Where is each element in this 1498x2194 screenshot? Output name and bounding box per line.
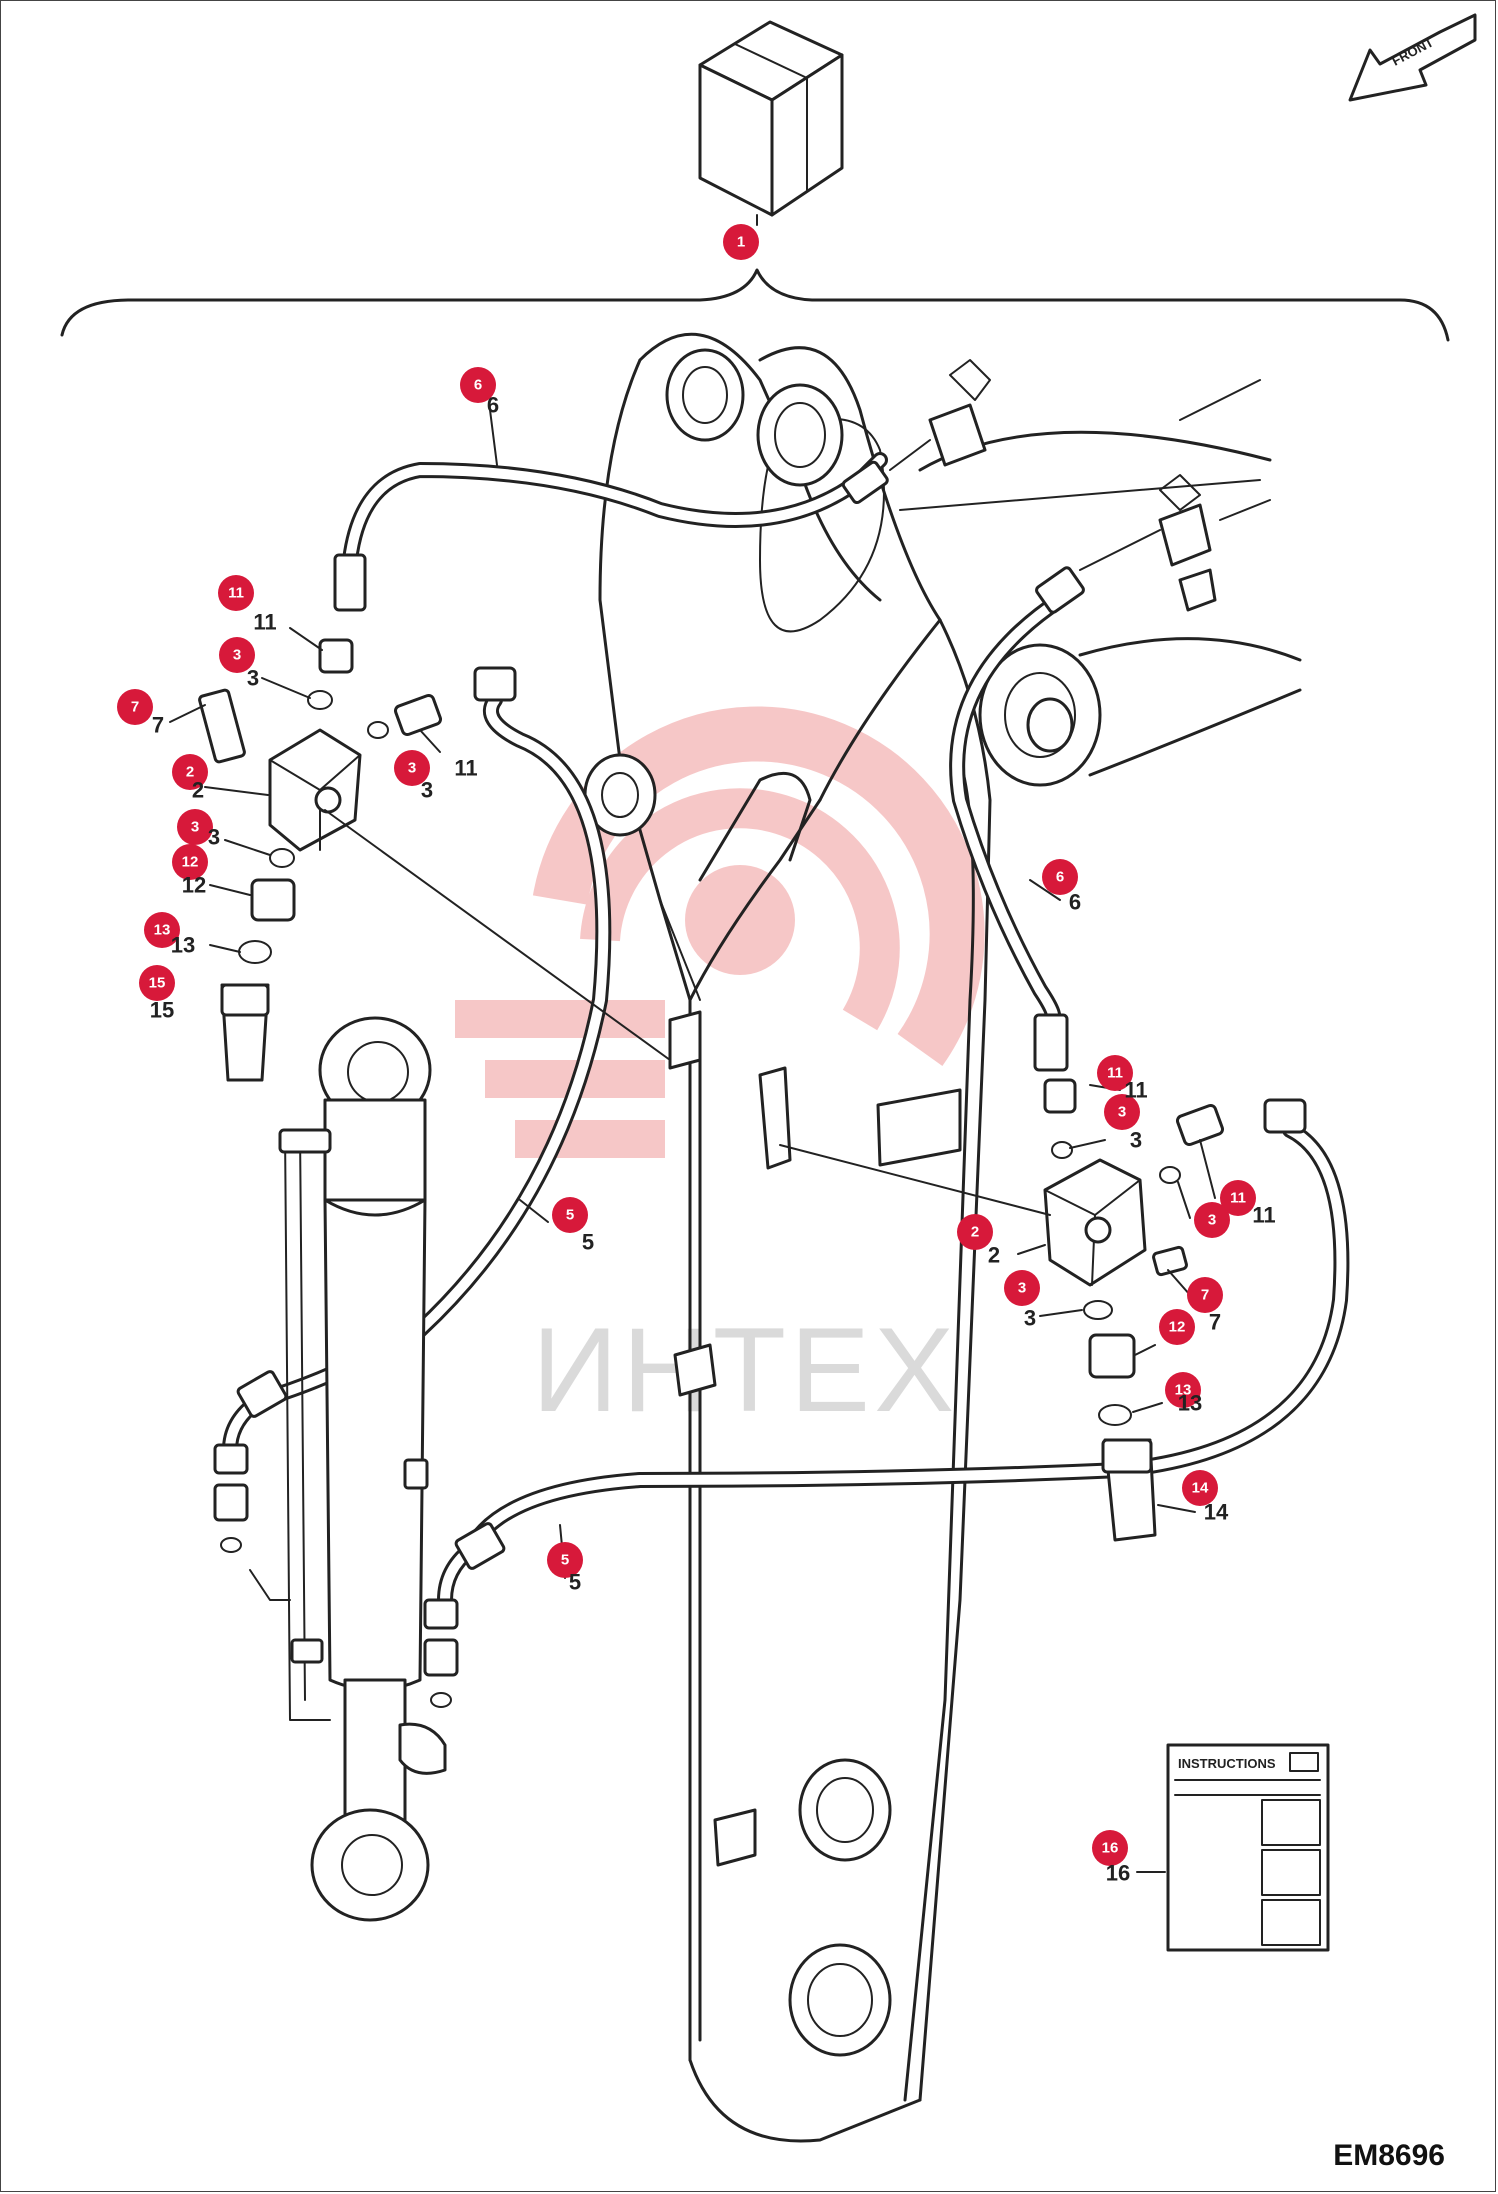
label-13b: 13 bbox=[1178, 1391, 1202, 1416]
svg-text:5: 5 bbox=[566, 1207, 574, 1224]
label-6b: 6 bbox=[1069, 890, 1081, 915]
svg-text:12: 12 bbox=[182, 854, 199, 871]
callout-7b[interactable]: 7 bbox=[1187, 1277, 1223, 1313]
label-3b: 3 bbox=[421, 778, 433, 803]
svg-text:3: 3 bbox=[1118, 1104, 1126, 1121]
label-3f: 3 bbox=[1024, 1306, 1036, 1331]
callout-5b[interactable]: 5 bbox=[547, 1542, 583, 1578]
right-valve-group bbox=[779, 1078, 1225, 1542]
label-3c: 3 bbox=[208, 825, 220, 850]
svg-text:1: 1 bbox=[737, 234, 745, 251]
svg-text:11: 11 bbox=[228, 585, 244, 602]
label-15: 15 bbox=[150, 998, 174, 1023]
callout-13b[interactable]: 13 bbox=[1165, 1372, 1201, 1408]
callout-5a[interactable]: 5 bbox=[552, 1197, 588, 1233]
callout-11a[interactable]: 11 bbox=[218, 575, 254, 611]
svg-text:7: 7 bbox=[1201, 1287, 1209, 1304]
svg-text:3: 3 bbox=[1208, 1212, 1216, 1229]
svg-text:3: 3 bbox=[191, 819, 199, 836]
callout-11c[interactable]: 11 bbox=[1220, 1180, 1256, 1216]
svg-text:7: 7 bbox=[131, 699, 139, 716]
svg-text:14: 14 bbox=[1192, 1480, 1209, 1497]
svg-text:11: 11 bbox=[1230, 1190, 1246, 1207]
instructions-card: INSTRUCTIONS bbox=[1166, 1743, 1330, 1952]
watermark-logo bbox=[455, 706, 985, 1158]
callout-3b[interactable]: 3 bbox=[394, 750, 430, 786]
label-13a: 13 bbox=[171, 933, 195, 958]
callout-3c[interactable]: 3 bbox=[177, 809, 213, 845]
callout-3e[interactable]: 3 bbox=[1194, 1202, 1230, 1238]
svg-text:3: 3 bbox=[233, 647, 241, 664]
label-11b: 11 bbox=[1124, 1078, 1147, 1103]
callout-1[interactable]: 1 bbox=[723, 224, 759, 260]
label-11c: 11 bbox=[1252, 1203, 1275, 1228]
svg-text:12: 12 bbox=[1169, 1319, 1186, 1336]
svg-text:11: 11 bbox=[1107, 1065, 1123, 1082]
callout-3a[interactable]: 3 bbox=[219, 637, 255, 673]
hose-6b bbox=[949, 566, 1085, 1072]
callout-12b[interactable]: 12 bbox=[1159, 1309, 1195, 1345]
label-12a: 12 bbox=[182, 873, 206, 898]
svg-text:13: 13 bbox=[154, 922, 171, 939]
svg-text:13: 13 bbox=[1175, 1382, 1192, 1399]
callout-6a[interactable]: 6 bbox=[460, 367, 496, 403]
hose-6a bbox=[333, 452, 889, 612]
label-5b: 5 bbox=[569, 1570, 581, 1595]
label-3a: 3 bbox=[247, 666, 259, 691]
front-arrow-icon: FRONT bbox=[1348, 13, 1477, 102]
svg-text:3: 3 bbox=[408, 760, 416, 777]
callout-2b[interactable]: 2 bbox=[957, 1214, 993, 1250]
callout-15[interactable]: 15 bbox=[139, 965, 175, 1001]
label-11a: 11 bbox=[253, 610, 276, 635]
watermark-text: ИНТЕХ bbox=[532, 1303, 958, 1437]
callout-3f[interactable]: 3 bbox=[1004, 1270, 1040, 1306]
hydraulic-cylinder bbox=[249, 1016, 447, 1922]
left-valve-group bbox=[198, 638, 671, 1082]
label-7b: 7 bbox=[1209, 1310, 1221, 1335]
kit-brace bbox=[60, 268, 1450, 342]
svg-text:2: 2 bbox=[186, 764, 194, 781]
callout-12a[interactable]: 12 bbox=[172, 844, 208, 880]
label-6a: 6 bbox=[487, 393, 499, 418]
callout-13a[interactable]: 13 bbox=[144, 912, 180, 948]
label-11d: 11 bbox=[454, 756, 477, 781]
instructions-label: INSTRUCTIONS bbox=[1178, 1756, 1276, 1771]
callout-14[interactable]: 14 bbox=[1182, 1470, 1218, 1506]
callout-6b[interactable]: 6 bbox=[1042, 859, 1078, 895]
svg-text:6: 6 bbox=[1056, 869, 1064, 886]
label-2a: 2 bbox=[192, 778, 204, 803]
callout-7a[interactable]: 7 bbox=[117, 689, 153, 725]
svg-text:16: 16 bbox=[1102, 1840, 1119, 1857]
label-14: 14 bbox=[1204, 1500, 1229, 1525]
label-7a: 7 bbox=[152, 713, 164, 738]
svg-text:6: 6 bbox=[474, 377, 482, 394]
callout-3d[interactable]: 3 bbox=[1104, 1094, 1140, 1130]
boom-structure bbox=[583, 332, 1302, 2143]
label-2b: 2 bbox=[988, 1243, 1000, 1268]
svg-text:15: 15 bbox=[149, 975, 166, 992]
callout-2a[interactable]: 2 bbox=[172, 754, 208, 790]
svg-text:5: 5 bbox=[561, 1552, 569, 1569]
kit-box bbox=[698, 20, 844, 226]
callout-16[interactable]: 16 bbox=[1092, 1830, 1128, 1866]
callout-11b[interactable]: 11 bbox=[1097, 1055, 1133, 1091]
upper-lines bbox=[889, 403, 1217, 612]
label-3d: 3 bbox=[1130, 1128, 1142, 1153]
label-16: 16 bbox=[1106, 1861, 1130, 1886]
svg-text:3: 3 bbox=[1018, 1280, 1026, 1297]
label-5a: 5 bbox=[582, 1230, 594, 1255]
svg-text:2: 2 bbox=[971, 1224, 979, 1241]
drawing-code: EM8696 bbox=[1333, 2139, 1445, 2172]
